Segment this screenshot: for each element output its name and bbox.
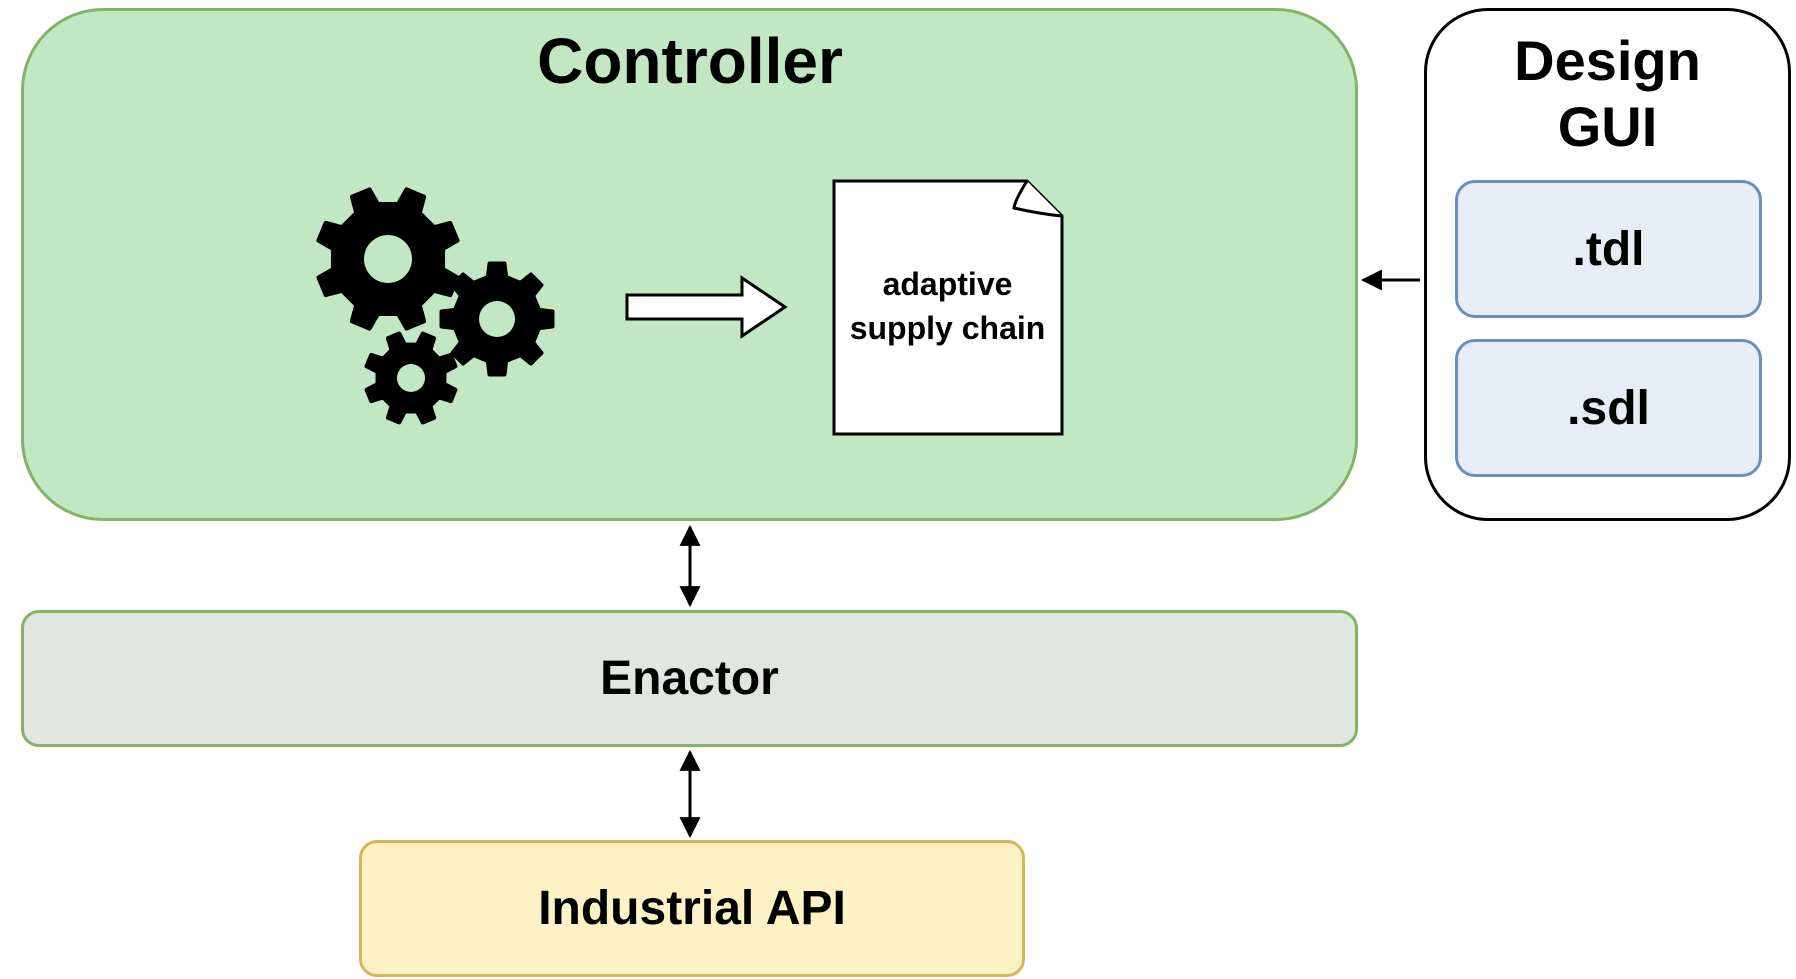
- industrial-api-label: Industrial API: [538, 882, 846, 935]
- gear-small-hole: [397, 364, 425, 392]
- document-label-line1: adaptive: [882, 266, 1013, 302]
- design-gui-title: Design GUI: [1424, 28, 1791, 160]
- tdl-file-box: .tdl: [1455, 180, 1762, 318]
- design-gui-title-line1: Design: [1514, 29, 1701, 92]
- gear-small-icon: [364, 331, 458, 425]
- document-label-line2: supply chain: [849, 310, 1046, 346]
- design-gui-title-line2: GUI: [1557, 95, 1658, 158]
- controller-title: Controller: [537, 25, 843, 97]
- industrial-api-box: Industrial API: [359, 840, 1025, 977]
- document-icon: [832, 179, 1064, 436]
- gear-medium-hole: [479, 301, 515, 337]
- gear-medium-icon: [439, 261, 555, 377]
- enactor-box: Enactor: [21, 610, 1358, 747]
- enactor-label: Enactor: [600, 652, 779, 705]
- gears-icon: [316, 187, 555, 425]
- block-arrow-icon: [625, 275, 788, 339]
- gear-large-icon: [316, 187, 460, 331]
- document-label: adaptive supply chain: [835, 262, 1060, 350]
- controller-box: [21, 8, 1358, 521]
- sdl-file-box: .sdl: [1455, 339, 1762, 477]
- gear-large-hole: [364, 235, 412, 283]
